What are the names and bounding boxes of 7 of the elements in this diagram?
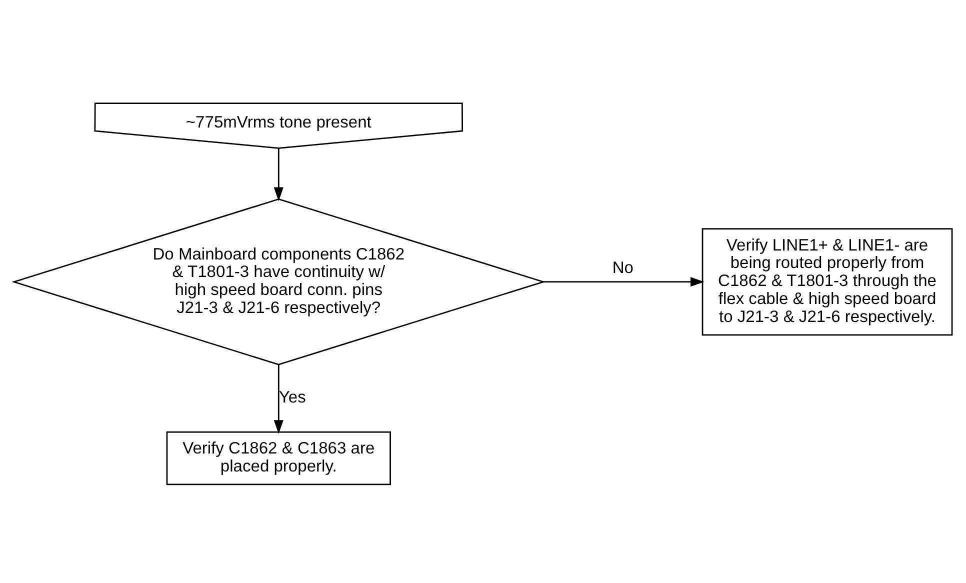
node-box: Verify C1862 & C1863 are placed properly. xyxy=(166,431,391,486)
arrow xyxy=(274,148,284,202)
node-box: Verify LINE1+ & LINE1- are being routed properly from C1862 & T1801-3 through the flex cable & high speed board to J21-3 & J21-6 respectively. xyxy=(702,228,953,336)
arrow xyxy=(274,364,284,434)
arrow xyxy=(543,277,704,287)
edge-label: No xyxy=(612,258,634,278)
node-diamond: Do Mainboard components C1862 & T1801-3 have continuity w/ high speed board conn. pins J21-3 & J21-6 respectively? xyxy=(12,198,546,366)
